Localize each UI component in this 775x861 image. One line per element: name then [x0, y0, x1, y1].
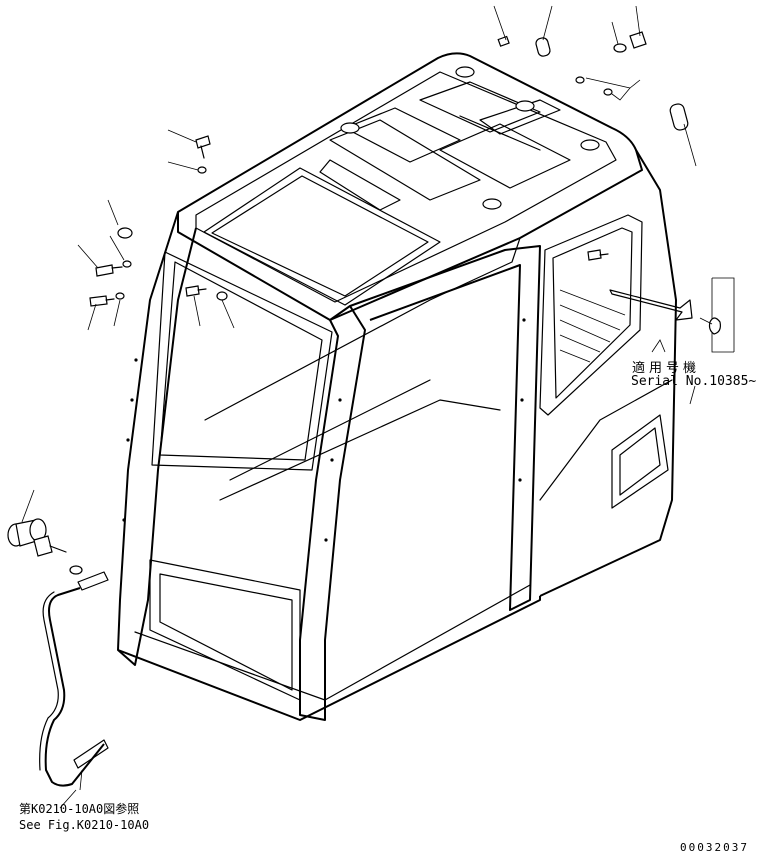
interior-rear-wall: [204, 237, 521, 501]
side-window-louvers: [559, 289, 626, 363]
figure-reference-label-jp: 第K0210-10A0図参照: [19, 802, 140, 816]
handrail-part: [39, 571, 109, 791]
front-left-pillar: [117, 211, 197, 666]
left-bolt-washer-lower: [87, 292, 125, 331]
front-windshield-inner: [159, 261, 323, 461]
rear-side-vent-inner: [619, 427, 661, 496]
cab-side-panel-lower: [539, 379, 673, 501]
rear-side-vent: [611, 414, 669, 509]
front-bolt-washer-part: [185, 285, 235, 329]
left-plug-part: [107, 199, 133, 239]
roof-ribs: [319, 81, 571, 211]
roof-bolt-washer-part: [611, 5, 647, 53]
roof-washer-pair-part: [575, 76, 641, 101]
sunroof-frame: [203, 167, 441, 306]
lower-front-opening: [149, 559, 301, 701]
pillar-rivets: [122, 318, 526, 542]
front-right-pillar: [299, 305, 366, 721]
door-opening-frame: [349, 245, 541, 611]
sunroof-glass: [211, 175, 429, 297]
handrail-bolt-part: [33, 535, 83, 575]
serial-applicability-label: Serial No.10385~: [631, 374, 757, 389]
roof-bolt-pads: [340, 66, 600, 210]
upper-left-bolt-part: [167, 129, 211, 174]
operator-cab: [117, 52, 677, 721]
drawing-number: 00032037: [680, 841, 749, 854]
roof-plug-part: [493, 5, 510, 47]
left-bolt-washer-upper: [77, 235, 132, 277]
cab-floor-frame: [117, 596, 541, 721]
side-seal-ring-part: [669, 103, 697, 167]
side-window: [539, 214, 643, 416]
serial-detail-callout: [587, 249, 735, 353]
cab-floor-inner: [134, 584, 531, 701]
side-window-inner: [552, 227, 633, 399]
reference-leaders: [59, 339, 696, 809]
cab-roof-outline: [177, 52, 643, 321]
serial-applicability-label-jp: 適用号機: [632, 361, 701, 376]
lower-front-opening-inner: [159, 573, 293, 691]
figure-reference-label: See Fig.K0210-10A0: [19, 818, 150, 832]
front-windshield: [151, 251, 333, 471]
roof-seal-ring-part: [535, 5, 553, 57]
rear-right-pillar: [539, 149, 677, 597]
